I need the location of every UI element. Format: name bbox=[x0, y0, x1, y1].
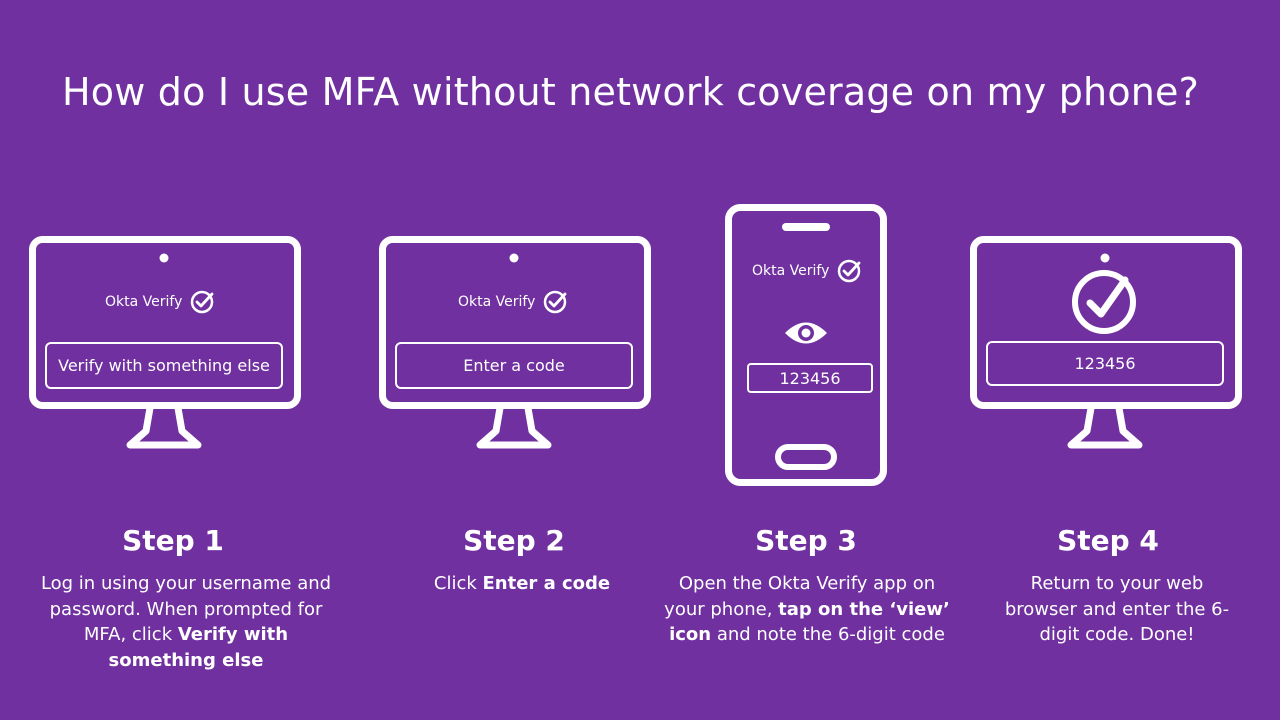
monitor-icon bbox=[378, 235, 652, 453]
code-display: 123456 bbox=[747, 363, 873, 393]
step-1-heading: Step 1 bbox=[122, 524, 224, 557]
step-2-heading: Step 2 bbox=[463, 524, 565, 557]
page-title: How do I use MFA without network coverag… bbox=[62, 70, 1199, 114]
eye-icon[interactable] bbox=[783, 318, 829, 348]
check-circle-icon bbox=[1070, 268, 1140, 336]
step-2-bold-text: Enter a code bbox=[482, 573, 611, 594]
step-3-text-end: and note the 6-digit code bbox=[711, 624, 945, 645]
check-circle-icon bbox=[544, 290, 567, 314]
step-3-heading: Step 3 bbox=[755, 524, 857, 557]
step-1-bold-text: Verify with something else bbox=[108, 624, 289, 671]
step-1-description: Log in using your username and password.… bbox=[28, 571, 344, 673]
okta-label: Okta Verify bbox=[105, 294, 183, 310]
enter-code-button[interactable]: Enter a code bbox=[395, 342, 633, 389]
check-circle-icon bbox=[191, 290, 214, 314]
step-4-heading: Step 4 bbox=[1057, 524, 1159, 557]
step-1-text: Log in using your username and password.… bbox=[40, 573, 332, 645]
step-3-text: Open the Okta Verify app on your phone, bbox=[664, 573, 936, 620]
check-circle-icon bbox=[838, 259, 861, 283]
monitor-icon bbox=[28, 235, 302, 453]
step-3-description: Open the Okta Verify app on your phone, … bbox=[664, 571, 950, 648]
okta-label: Okta Verify bbox=[458, 294, 536, 310]
step-4-description: Return to your web browser and enter the… bbox=[996, 571, 1238, 648]
monitor-icon bbox=[969, 235, 1243, 453]
step-2-description: Click Enter a code bbox=[372, 571, 672, 597]
okta-brand: Okta Verify bbox=[752, 258, 863, 284]
phone-icon bbox=[724, 203, 888, 487]
okta-label: Okta Verify bbox=[752, 263, 830, 279]
code-input[interactable]: 123456 bbox=[986, 341, 1224, 386]
step-3-bold-text: tap on the ‘view’ icon bbox=[669, 598, 950, 646]
okta-brand: Okta Verify bbox=[458, 289, 569, 315]
step-2-text: Click bbox=[433, 573, 483, 594]
verify-something-else-button[interactable]: Verify with something else bbox=[45, 342, 283, 389]
step-4-text: Return to your web browser and enter the… bbox=[1004, 573, 1230, 645]
okta-brand: Okta Verify bbox=[105, 289, 216, 315]
